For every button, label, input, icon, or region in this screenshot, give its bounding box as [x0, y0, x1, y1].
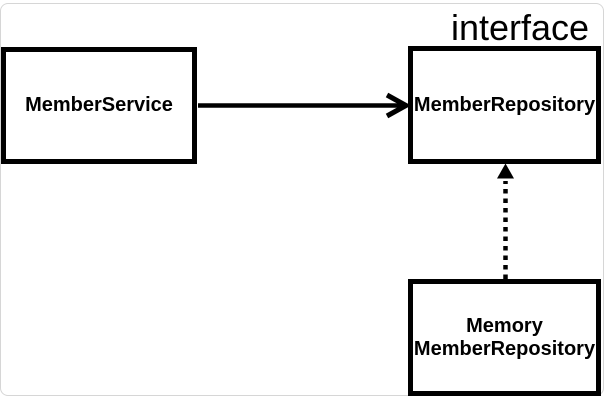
node-memory-member-repository-label-line2: MemberRepository	[413, 337, 596, 360]
node-member-service-label: MemberService	[25, 94, 173, 116]
interface-stereotype-label: interface	[450, 7, 590, 48]
node-memory-member-repository-label-line1: Memory	[466, 314, 543, 337]
node-member-service: MemberService	[1, 47, 197, 164]
node-member-repository: MemberRepository	[408, 46, 601, 164]
node-memory-member-repository: Memory MemberRepository	[408, 279, 601, 396]
node-member-repository-label: MemberRepository	[413, 93, 596, 116]
